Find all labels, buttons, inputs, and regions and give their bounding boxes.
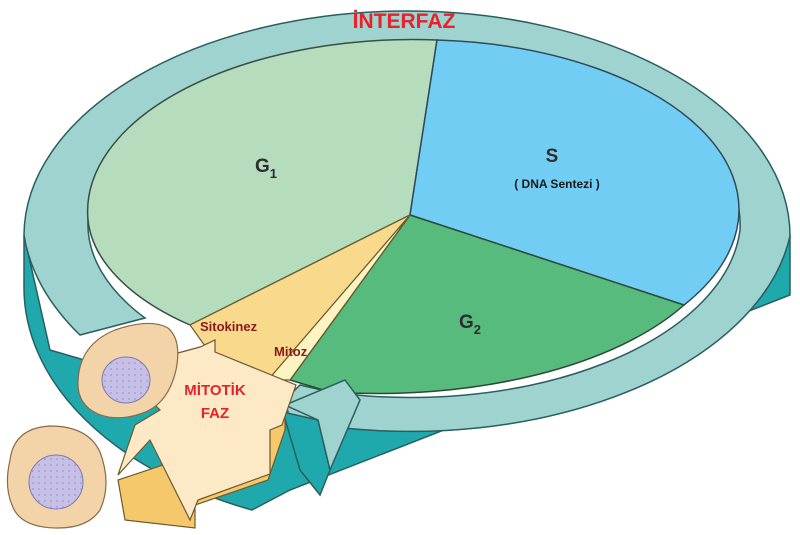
g2-sector: [288, 214, 686, 395]
s-sector: [409, 39, 740, 306]
g1-label: G1: [255, 156, 277, 181]
cell-bottom: [6, 425, 107, 529]
phase-disk: [86, 38, 740, 395]
cell-top: [77, 322, 179, 419]
mitotic-phase-label-line1: MİTOTİK: [184, 382, 246, 399]
cytokinesis-label: Sitokinez: [200, 319, 258, 334]
s-label: S: [546, 146, 559, 167]
mitosis-label: Mitoz: [274, 344, 308, 359]
interphase-title: İNTERFAZ: [353, 10, 456, 33]
g2-label: G2: [459, 312, 481, 337]
ring-arrowhead-side: [281, 410, 331, 497]
ring-arrowhead-top: [283, 379, 361, 473]
s-note: ( DNA Sentezi ): [514, 177, 600, 191]
g1-sector: [86, 38, 438, 326]
mitotic-phase-label-line2: FAZ: [201, 405, 229, 422]
ring-arrowhead: [281, 379, 361, 497]
